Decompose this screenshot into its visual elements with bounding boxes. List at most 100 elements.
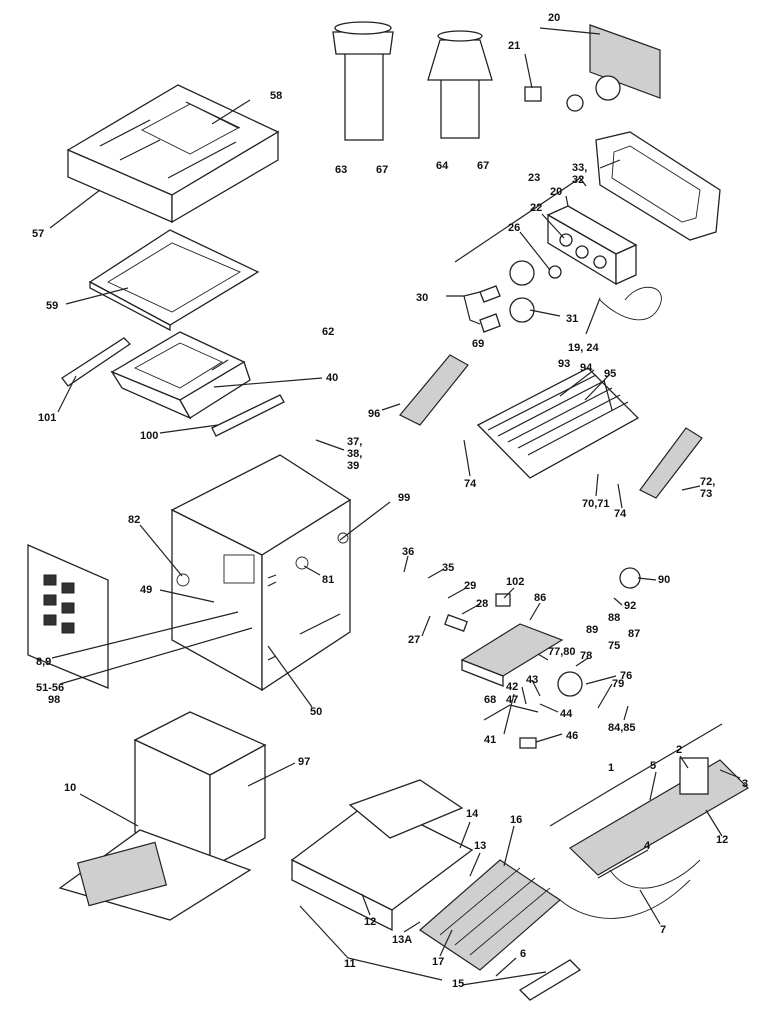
label-98: 98 — [48, 694, 61, 706]
label-93: 93 — [558, 358, 571, 370]
baffle-right — [211, 394, 285, 437]
label-12b: 12 — [364, 916, 377, 928]
label-96: 96 — [368, 408, 381, 420]
baffle-left — [61, 337, 132, 387]
header-assembly — [479, 205, 662, 333]
bezel — [595, 131, 721, 241]
label-68: 68 — [484, 694, 497, 706]
label-92: 92 — [624, 600, 637, 612]
burner-manifold — [518, 757, 749, 1001]
label-8-9: 8,9 — [36, 656, 52, 668]
control-plate — [524, 24, 661, 112]
label-35: 35 — [442, 562, 455, 574]
label-57: 57 — [32, 228, 45, 240]
label-81: 81 — [322, 574, 335, 586]
label-102: 102 — [506, 576, 525, 588]
label-28: 28 — [476, 598, 489, 610]
label-13A: 13A — [392, 934, 413, 946]
burner-jacket — [58, 711, 267, 921]
label-20b: 20 — [550, 186, 563, 198]
label-47: 47 — [506, 694, 519, 706]
label-6: 6 — [520, 948, 527, 960]
heat-exchanger — [399, 354, 703, 499]
tray — [88, 229, 260, 332]
label-75: 75 — [608, 640, 621, 652]
label-99: 99 — [398, 492, 411, 504]
label-5: 5 — [650, 760, 657, 772]
label-10: 10 — [64, 782, 77, 794]
label-90: 90 — [658, 574, 671, 586]
label-13: 13 — [474, 840, 487, 852]
label-50: 50 — [310, 706, 323, 718]
label-63: 63 — [335, 164, 348, 176]
label-22: 22 — [530, 202, 543, 214]
flue-collector — [110, 331, 251, 420]
label-89b: 89 — [586, 624, 599, 636]
top-cover — [66, 84, 280, 224]
label-37-38-39: 37, 38, 39 — [347, 436, 363, 472]
label-26: 26 — [508, 222, 521, 234]
label-67b: 67 — [477, 160, 490, 172]
label-72-73: 72, 73 — [700, 476, 716, 500]
label-12a: 12 — [716, 834, 729, 846]
label-84-85: 84,85 — [608, 722, 636, 734]
label-29: 29 — [464, 580, 477, 592]
label-88: 88 — [608, 612, 621, 624]
label-94: 94 — [580, 362, 593, 374]
label-64: 64 — [436, 160, 449, 172]
label-67a: 67 — [376, 164, 389, 176]
label-3: 3 — [742, 778, 749, 790]
label-51-56: 51-56 — [36, 682, 65, 694]
flue-stacks — [332, 21, 493, 141]
label-11: 11 — [344, 958, 356, 970]
label-43: 43 — [526, 674, 539, 686]
label-16: 16 — [510, 814, 523, 826]
label-17: 17 — [432, 956, 445, 968]
label-30: 30 — [416, 292, 429, 304]
burner-tray — [290, 779, 561, 971]
label-58: 58 — [270, 90, 283, 102]
label-59: 59 — [46, 300, 59, 312]
label-77-80: 77,80 — [548, 646, 576, 658]
label-70-71: 70,71 — [582, 498, 610, 510]
label-101: 101 — [38, 412, 57, 424]
label-74a: 74 — [464, 478, 477, 490]
access-door — [27, 544, 109, 689]
label-86: 86 — [534, 592, 547, 604]
label-42: 42 — [506, 681, 519, 693]
label-7: 7 — [660, 924, 667, 936]
label-23: 23 — [528, 172, 541, 184]
leader-lines — [49, 27, 741, 986]
label-46: 46 — [566, 730, 579, 742]
label-62: 62 — [322, 326, 335, 338]
label-49: 49 — [140, 584, 153, 596]
label-87: 87 — [628, 628, 641, 640]
label-82: 82 — [128, 514, 141, 526]
label-76: 76 — [620, 670, 633, 682]
label-79: 79 — [612, 678, 625, 690]
label-19-24: 19, 24 — [568, 342, 599, 354]
label-69: 69 — [472, 338, 485, 350]
label-1: 1 — [608, 762, 615, 774]
label-2: 2 — [676, 744, 683, 756]
gas-valve — [444, 567, 641, 749]
label-41: 41 — [484, 734, 497, 746]
cabinet — [170, 454, 352, 692]
label-97: 97 — [298, 756, 311, 768]
label-78: 78 — [580, 650, 593, 662]
label-14: 14 — [466, 808, 479, 820]
label-33-32: 33, 32 — [572, 162, 588, 186]
label-4: 4 — [644, 840, 651, 852]
label-27: 27 — [408, 634, 421, 646]
label-21: 21 — [508, 40, 521, 52]
label-31: 31 — [566, 313, 579, 325]
label-15: 15 — [452, 978, 465, 990]
label-40: 40 — [326, 372, 339, 384]
label-95: 95 — [604, 368, 617, 380]
label-74b: 74 — [614, 508, 627, 520]
label-20a: 20 — [548, 12, 561, 24]
label-100: 100 — [140, 430, 159, 442]
label-36: 36 — [402, 546, 415, 558]
